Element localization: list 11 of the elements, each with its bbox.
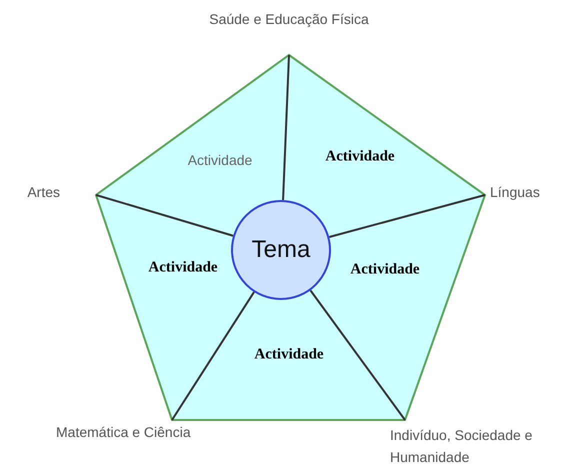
topic-label: Tema: [252, 236, 310, 264]
area-label: Matemática e Ciência: [56, 424, 191, 440]
segment-label: Actividade: [188, 152, 252, 168]
area-label: Artes: [27, 184, 60, 200]
segment-label: Actividade: [148, 260, 218, 276]
segment-label: Actividade: [254, 346, 324, 364]
area-label: Línguas: [490, 184, 540, 200]
segment-label: Actividade: [350, 262, 420, 278]
area-label: Indivíduo, Sociedade e Humanidade: [390, 426, 534, 466]
segment-label: Actividade: [325, 148, 395, 166]
area-label: Saúde e Educação Física: [209, 11, 369, 27]
